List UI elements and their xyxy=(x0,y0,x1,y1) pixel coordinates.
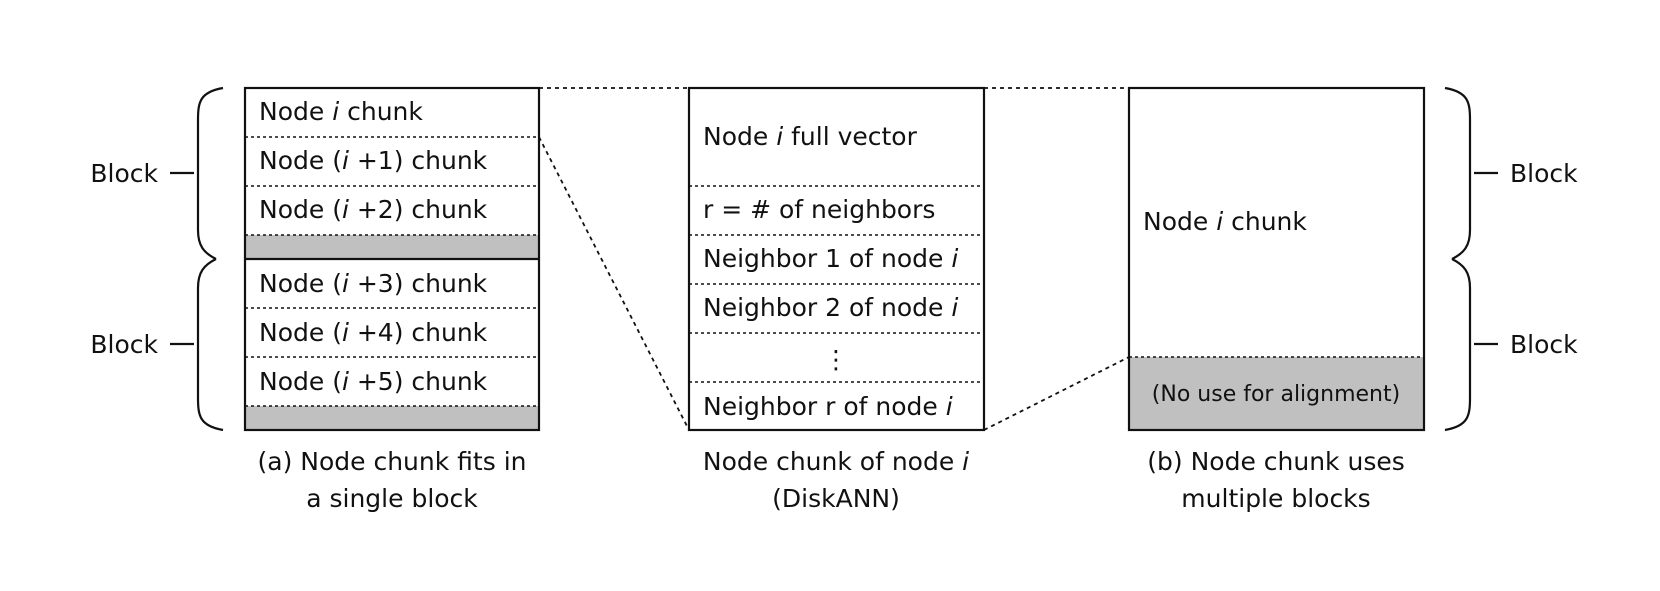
chunk-label: Node (i +2) chunk xyxy=(259,195,488,224)
panel-middle-caption-line1: Node chunk of node i xyxy=(703,447,969,476)
panel-a-padding-block-1 xyxy=(245,235,539,259)
chunk-label: Node (i +4) chunk xyxy=(259,318,488,347)
panel-b-outline xyxy=(1127,86,1426,432)
panel-b-caption-line2: multiple blocks xyxy=(1181,484,1370,513)
panel-middle: Node i full vector r = # of neighbors Ne… xyxy=(687,86,986,513)
panel-a-caption-line2: a single block xyxy=(306,484,478,513)
panel-middle-row-separators xyxy=(689,185,984,383)
panel-a-brace-bottom xyxy=(196,258,224,432)
panel-middle-outline xyxy=(687,86,986,432)
panel-b: Node i chunk (No use for alignment) Bloc… xyxy=(1127,86,1578,513)
panel-a: Node i chunk Node (i +1) chunk Node (i +… xyxy=(90,86,541,513)
chunk-label: Node i chunk xyxy=(259,97,423,126)
zoom-connectors xyxy=(538,87,1130,431)
row-label: Neighbor r of node i xyxy=(703,392,953,421)
panel-b-chunk-label: Node i chunk xyxy=(1143,207,1307,236)
chunk-label: Node (i +1) chunk xyxy=(259,146,488,175)
row-label: Neighbor 1 of node i xyxy=(703,244,958,273)
block-label-bottom: Block xyxy=(1510,330,1578,359)
panel-b-caption-line1: (b) Node chunk uses xyxy=(1147,447,1405,476)
panel-a-row-separators xyxy=(245,136,539,407)
panel-b-padding xyxy=(1129,357,1424,430)
panel-a-brace-top xyxy=(196,86,224,260)
block-label-bottom: Block xyxy=(90,330,158,359)
block-label-top: Block xyxy=(90,159,158,188)
ellipsis-row: ⋮ xyxy=(824,345,849,374)
row-label: r = # of neighbors xyxy=(703,195,935,224)
row-label: Neighbor 2 of node i xyxy=(703,293,958,322)
panel-middle-caption-line2: (DiskANN) xyxy=(772,484,900,513)
panel-b-brace-top xyxy=(1444,86,1472,260)
block-label-top: Block xyxy=(1510,159,1578,188)
panel-a-caption-line1: (a) Node chunk fits in xyxy=(258,447,527,476)
row-label: Node i full vector xyxy=(703,122,918,151)
connector-a-bottom xyxy=(538,136,690,431)
chunk-label: Node (i +5) chunk xyxy=(259,367,488,396)
panel-a-padding-block-2 xyxy=(245,406,539,430)
padding-label: (No use for alignment) xyxy=(1152,382,1400,407)
panel-b-brace-bottom xyxy=(1444,258,1472,432)
connector-b-bottom xyxy=(983,356,1130,431)
chunk-label: Node (i +3) chunk xyxy=(259,269,488,298)
